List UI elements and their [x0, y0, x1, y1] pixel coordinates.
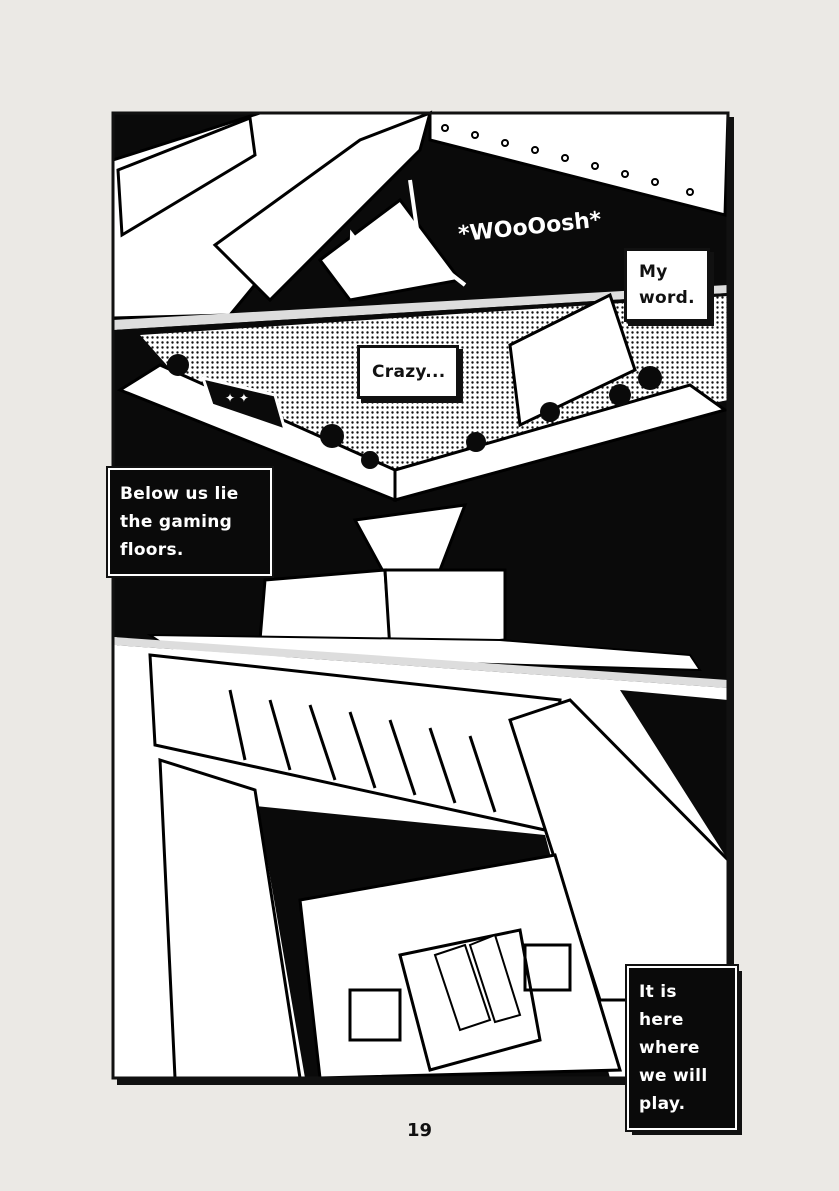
speech-box-crazy: Crazy... [357, 345, 459, 399]
speech-box-my-word: My word. [624, 248, 710, 322]
caption-box-here-we-play: It is here where we will play. [625, 964, 739, 1132]
page-number: 19 [406, 1120, 433, 1141]
svg-text:✦ ✦: ✦ ✦ [225, 391, 249, 405]
panel-3 [113, 645, 730, 1080]
caption-box-gaming-floors: Below us lie the gaming floors. [106, 466, 274, 578]
